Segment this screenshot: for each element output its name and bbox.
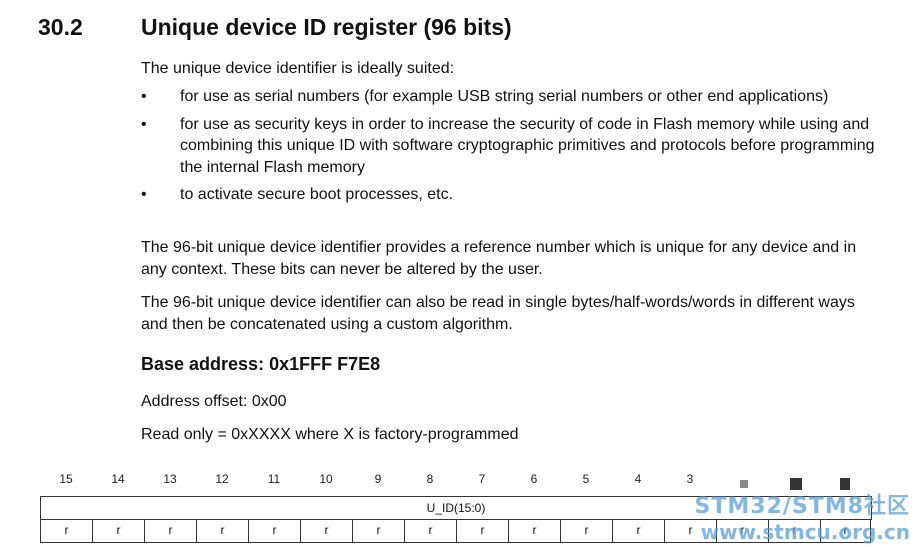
access-cell: r (92, 519, 144, 543)
access-cell: r (560, 519, 612, 543)
list-item: • for use as security keys in order to i… (141, 114, 881, 179)
bit-number: 3 (686, 472, 694, 486)
access-cell: r (612, 519, 664, 543)
paragraph-unique: The 96-bit unique device identifier prov… (141, 239, 857, 278)
section-number: 30.2 (38, 14, 83, 40)
scan-artifact (790, 478, 802, 490)
access-row: r r r r r r r r r r r r r r r r (40, 519, 872, 543)
bit-number: 10 (319, 472, 333, 486)
access-cell: r (820, 519, 871, 543)
access-cell: r (508, 519, 560, 543)
bit-number: 7 (478, 472, 486, 486)
scan-artifact (740, 480, 748, 488)
bit-number: 14 (111, 472, 125, 486)
bit-number: 4 (634, 472, 642, 486)
bit-number: 15 (59, 472, 73, 486)
list-item-text: for use as security keys in order to inc… (180, 115, 875, 176)
access-cell: r (300, 519, 352, 543)
watermark-line2: www.stmcu.org.cn (700, 520, 910, 544)
access-cell: r (248, 519, 300, 543)
bullet-icon: • (141, 186, 147, 203)
list-item: • for use as serial numbers (for example… (141, 86, 881, 108)
bit-number: 8 (426, 472, 434, 486)
bullet-icon: • (141, 88, 147, 105)
paragraph-read: The 96-bit unique device identifier can … (141, 294, 855, 333)
list-item: • to activate secure boot processes, etc… (141, 184, 881, 206)
scan-artifact (840, 478, 850, 490)
intro-text: The unique device identifier is ideally … (141, 60, 455, 77)
bit-number: 13 (163, 472, 177, 486)
site-watermark: STM32/STM8社区 www.stmcu.org.cn (695, 488, 910, 544)
bit-number: 9 (374, 472, 382, 486)
read-only-note: Read only = 0xXXXX where X is factory-pr… (141, 426, 519, 443)
use-case-list: • for use as serial numbers (for example… (141, 86, 881, 212)
address-offset: Address offset: 0x00 (141, 393, 287, 410)
access-cell: r (404, 519, 456, 543)
bit-number: 5 (582, 472, 590, 486)
list-item-text: to activate secure boot processes, etc. (180, 186, 454, 203)
section-title: Unique device ID register (96 bits) (141, 14, 512, 40)
bit-number: 11 (267, 472, 281, 486)
access-cell: r (196, 519, 248, 543)
base-address-heading: Base address: 0x1FFF F7E8 (141, 354, 381, 374)
access-cell: r (664, 519, 716, 543)
access-cell: r (144, 519, 196, 543)
watermark-line1: STM32/STM8社区 (694, 494, 910, 519)
access-cell: r (456, 519, 508, 543)
bullet-icon: • (141, 115, 147, 133)
access-cell: r (768, 519, 820, 543)
access-cell: r (352, 519, 404, 543)
bit-number: 6 (530, 472, 538, 486)
bit-number: 12 (215, 472, 229, 486)
list-item-text: for use as serial numbers (for example U… (180, 88, 829, 105)
access-cell: r (716, 519, 768, 543)
bit-number-row: 15 14 13 12 11 10 9 8 7 6 5 4 3 (40, 472, 872, 492)
access-cell: r (40, 519, 92, 543)
